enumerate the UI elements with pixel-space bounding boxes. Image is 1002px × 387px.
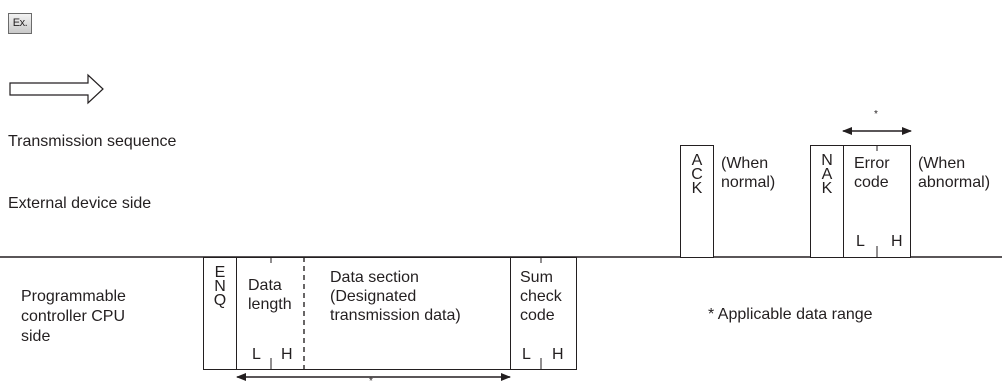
outline-right-arrow-icon <box>9 73 104 105</box>
when-abnormal-label: (When abnormal) <box>918 155 991 191</box>
data-length-high-byte: H <box>281 346 293 363</box>
ack-label: A C K <box>691 152 703 197</box>
sum-check-low-byte: L <box>522 346 531 363</box>
error-code-high-byte: H <box>891 233 903 250</box>
when-normal-label: (When normal) <box>721 155 776 191</box>
transmission-sequence-label: Transmission sequence <box>8 133 177 150</box>
external-device-side-label: External device side <box>8 195 152 212</box>
external-range-marker: * <box>874 109 878 120</box>
sum-check-label: Sum check code <box>520 269 562 324</box>
ack-box: A C K <box>680 145 714 258</box>
enq-label: E N Q <box>213 264 227 309</box>
enq-box: E N Q <box>203 257 237 370</box>
nak-box: N A K <box>810 145 844 258</box>
data-length-label: Data length <box>248 277 292 313</box>
sum-check-box <box>510 257 577 370</box>
error-code-label: Error code <box>854 155 890 191</box>
error-code-box <box>843 145 911 258</box>
error-code-low-byte: L <box>856 233 865 250</box>
data-section-label: Data section (Designated transmission da… <box>330 269 461 324</box>
data-length-low-byte: L <box>252 346 261 363</box>
plc-side-label: Programmable controller CPU side <box>21 288 126 345</box>
plc-range-marker: * <box>369 376 373 387</box>
applicable-data-range-note: * Applicable data range <box>708 306 873 323</box>
nak-label: N A K <box>821 152 833 197</box>
sum-check-high-byte: H <box>552 346 564 363</box>
example-icon: Ex. <box>8 13 32 34</box>
